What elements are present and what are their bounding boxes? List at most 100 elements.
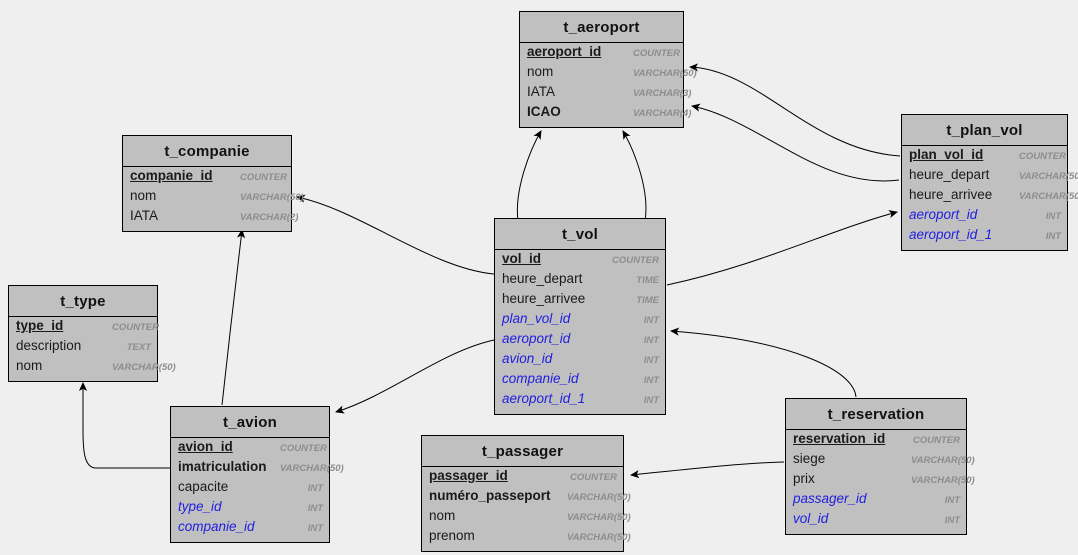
relation-t_vol-to-t_companie [296, 194, 495, 275]
relation-t_reservation-to-t_passager [630, 461, 785, 479]
table-title-t_companie: t_companie [123, 136, 291, 167]
field-name: nom [130, 188, 157, 203]
field-type: TEXT [126, 342, 151, 353]
field-type: VARCHAR(50) [567, 532, 631, 543]
field-type: INT [307, 503, 323, 514]
field-row[interactable]: numéro_passeport VARCHAR(50) [422, 488, 631, 508]
field-type: COUNTER [112, 322, 159, 333]
field-name: IATA [527, 84, 556, 99]
field-type: COUNTER [612, 255, 659, 266]
field-row[interactable]: description TEXT [9, 338, 157, 358]
relation-t_vol-to-t_plan_vol [666, 210, 898, 286]
field-row[interactable]: aeroport_id_1 INT [495, 391, 665, 411]
field-row[interactable]: plan_vol_id COUNTER [902, 147, 1067, 167]
field-type: VARCHAR(50) [112, 362, 176, 373]
field-name: aeroport_id [527, 44, 602, 59]
field-type: VARCHAR(50) [1019, 171, 1078, 182]
field-name: passager_id [793, 491, 867, 506]
field-type: COUNTER [1019, 151, 1066, 162]
field-row[interactable]: IATA VARCHAR(2) [123, 208, 298, 228]
field-name: IATA [130, 208, 159, 223]
field-type: INT [643, 395, 659, 406]
field-type: VARCHAR(2) [240, 212, 299, 223]
field-row[interactable]: heure_arrivee VARCHAR(50) [902, 187, 1078, 207]
table-title-t_plan_vol: t_plan_vol [902, 115, 1067, 146]
field-type: VARCHAR(50) [567, 512, 631, 523]
field-row[interactable]: aeroport_id COUNTER [520, 44, 683, 64]
relation-t_avion-to-t_companie [221, 229, 246, 406]
field-row[interactable]: vol_id INT [786, 511, 966, 531]
field-type: INT [307, 483, 323, 494]
field-name: nom [527, 64, 554, 79]
field-type: VARCHAR(50) [633, 68, 697, 79]
relation-t_plan_vol-to-t_aeroport [691, 103, 900, 182]
field-type: COUNTER [633, 48, 680, 59]
field-name: aeroport_id_1 [909, 227, 993, 242]
field-type: INT [643, 355, 659, 366]
field-name: companie_id [502, 371, 579, 386]
field-row[interactable]: nom VARCHAR(50) [520, 64, 697, 84]
field-name: type_id [16, 318, 64, 333]
field-row[interactable]: heure_depart VARCHAR(50) [902, 167, 1078, 187]
relation-t_avion-to-t_type [78, 382, 170, 469]
field-row[interactable]: ICAO VARCHAR(4) [520, 104, 691, 124]
field-name: plan_vol_id [909, 147, 984, 162]
field-name: heure_arrivee [909, 187, 993, 202]
field-name: aeroport_id [502, 331, 571, 346]
field-name: heure_depart [909, 167, 990, 182]
field-name: numéro_passeport [429, 488, 551, 503]
field-name: reservation_id [793, 431, 886, 446]
field-type: VARCHAR(50) [911, 455, 975, 466]
field-row[interactable]: type_id COUNTER [9, 318, 159, 338]
field-type: COUNTER [570, 472, 617, 483]
field-row[interactable]: vol_id COUNTER [495, 251, 665, 271]
field-name: imatriculation [178, 459, 267, 474]
field-type: INT [944, 515, 960, 526]
field-name: vol_id [793, 511, 829, 526]
field-type: VARCHAR(4) [633, 108, 692, 119]
field-name: aeroport_id_1 [502, 391, 586, 406]
field-name: ICAO [527, 104, 561, 119]
field-type: VARCHAR(50) [567, 492, 631, 503]
field-name: vol_id [502, 251, 542, 266]
relation-t_plan_vol-to-t_aeroport [689, 63, 901, 157]
field-type: COUNTER [280, 443, 327, 454]
field-type: VARCHAR(50) [1019, 191, 1078, 202]
field-name: description [16, 338, 82, 353]
